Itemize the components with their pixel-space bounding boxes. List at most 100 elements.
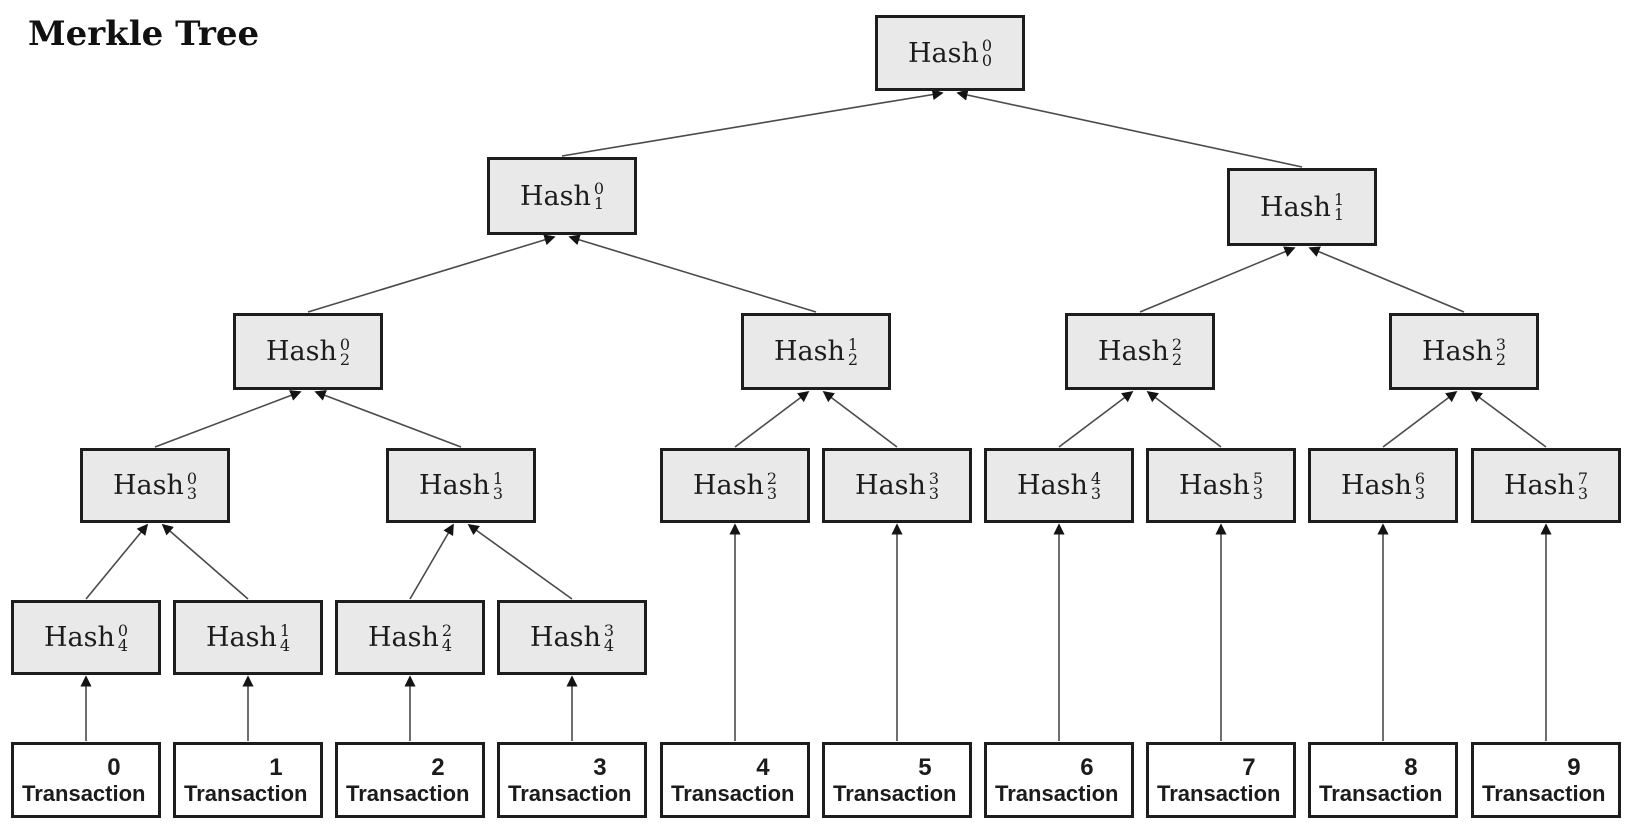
transaction-label: Transaction xyxy=(1157,781,1281,807)
edge-hash3-4-hash2-2 xyxy=(1058,390,1134,448)
hash-subscript: 3 xyxy=(1414,483,1426,503)
transaction-index: 9 xyxy=(1567,753,1581,781)
hash-node-3-1: Hash 1 3 xyxy=(386,448,536,523)
edge-hash3-1-hash2-0 xyxy=(314,390,462,448)
transaction-node-3: 3 Transaction xyxy=(497,742,647,818)
hash-scripts: 3 4 xyxy=(603,620,615,653)
hash-superscript: 0 xyxy=(186,468,198,488)
hash-superscript: 3 xyxy=(1495,334,1507,354)
hash-label: Hash xyxy=(907,37,979,69)
hash-node-1-0: Hash 0 1 xyxy=(487,157,637,235)
transaction-node-9: 9 Transaction xyxy=(1471,742,1621,818)
hash-superscript: 2 xyxy=(1171,334,1183,354)
hash-scripts: 1 2 xyxy=(848,336,858,367)
edge-hash3-5-hash2-2 xyxy=(1146,390,1222,448)
hash-scripts: 7 3 xyxy=(1577,470,1589,503)
hash-scripts: 0 0 xyxy=(982,38,992,68)
transaction-index: 0 xyxy=(107,753,121,781)
hash-node-3-0: Hash 0 3 xyxy=(80,448,230,523)
hash-subscript: 3 xyxy=(1090,483,1102,503)
edge-hash4-0-hash3-0 xyxy=(85,523,149,600)
transaction-label: Transaction xyxy=(184,781,308,807)
hash-superscript: 0 xyxy=(339,334,351,354)
hash-scripts: 2 2 xyxy=(1171,334,1183,369)
hash-label: Hash xyxy=(1178,470,1250,501)
edge-hash4-3-hash3-1 xyxy=(467,524,573,600)
hash-node-3-5: Hash 5 3 xyxy=(1146,448,1296,523)
hash-label: Hash xyxy=(1097,336,1169,367)
hash-node-2-0: Hash 0 2 xyxy=(233,313,383,390)
transaction-index: 5 xyxy=(918,753,932,781)
hash-subscript: 3 xyxy=(1252,483,1264,503)
transaction-label: Transaction xyxy=(346,781,470,807)
transaction-label: Transaction xyxy=(1319,781,1443,807)
transaction-node-0: 0 Transaction xyxy=(11,742,161,818)
hash-node-3-6: Hash 6 3 xyxy=(1308,448,1458,523)
edge-hash3-6-hash2-3 xyxy=(1382,390,1458,448)
transaction-label: Transaction xyxy=(995,781,1119,807)
hash-node-0-0: Hash 0 0 xyxy=(875,15,1025,91)
diagram-title: Merkle Tree xyxy=(28,14,260,54)
hash-scripts: 3 3 xyxy=(928,468,940,501)
hash-subscript: 4 xyxy=(117,635,129,655)
edge-hash1-1-root xyxy=(956,89,1303,168)
edge-hash2-3-hash1-1 xyxy=(1308,246,1465,313)
hash-superscript: 2 xyxy=(441,620,453,640)
hash-label: Hash xyxy=(1016,470,1088,501)
hash-subscript: 4 xyxy=(279,635,291,655)
transaction-label: Transaction xyxy=(671,781,795,807)
hash-label: Hash xyxy=(519,180,591,212)
transaction-node-7: 7 Transaction xyxy=(1146,742,1296,818)
hash-subscript: 2 xyxy=(1495,349,1507,369)
hash-label: Hash xyxy=(112,470,184,501)
transaction-node-4: 4 Transaction xyxy=(660,742,810,818)
transaction-node-8: 8 Transaction xyxy=(1308,742,1458,818)
hash-scripts: 0 3 xyxy=(186,468,198,503)
hash-node-2-3: Hash 3 2 xyxy=(1389,313,1539,390)
transaction-label: Transaction xyxy=(22,781,146,807)
hash-superscript: 3 xyxy=(928,468,940,488)
hash-label: Hash xyxy=(1421,336,1493,367)
hash-scripts: 5 3 xyxy=(1252,468,1264,503)
hash-subscript: 3 xyxy=(766,483,778,503)
hash-subscript: 3 xyxy=(1577,483,1589,503)
edge-hash2-2-hash1-1 xyxy=(1139,246,1296,313)
hash-superscript: 5 xyxy=(1252,468,1264,488)
hash-scripts: 0 1 xyxy=(593,179,605,211)
edge-hash3-2-hash2-1 xyxy=(734,390,810,448)
transaction-index: 7 xyxy=(1242,753,1256,781)
hash-node-4-3: Hash 3 4 xyxy=(497,600,647,675)
hash-scripts: 1 3 xyxy=(492,468,504,503)
hash-superscript: 3 xyxy=(603,620,615,640)
transaction-node-5: 5 Transaction xyxy=(822,742,972,818)
hash-subscript: 3 xyxy=(186,483,198,503)
hash-label: Hash xyxy=(854,470,926,501)
hash-subscript: 3 xyxy=(492,483,504,503)
transaction-index: 3 xyxy=(593,753,607,781)
hash-label: Hash xyxy=(418,470,490,501)
edge-hash4-1-hash3-0 xyxy=(161,523,249,600)
hash-scripts: 0 2 xyxy=(339,334,351,367)
transaction-index: 8 xyxy=(1404,753,1418,781)
hash-label: Hash xyxy=(1340,470,1412,501)
hash-superscript: 0 xyxy=(593,179,605,199)
hash-subscript: 2 xyxy=(1171,349,1183,369)
hash-node-2-1: Hash 1 2 xyxy=(741,313,891,390)
edge-hash3-0-hash2-0 xyxy=(154,390,302,448)
hash-scripts: 3 2 xyxy=(1495,334,1507,369)
transaction-index: 1 xyxy=(269,753,283,781)
hash-subscript: 1 xyxy=(1333,205,1345,224)
hash-scripts: 1 4 xyxy=(279,622,291,655)
hash-label: Hash xyxy=(773,336,845,367)
hash-superscript: 1 xyxy=(492,468,504,488)
transaction-node-1: 1 Transaction xyxy=(173,742,323,818)
hash-scripts: 2 4 xyxy=(441,620,453,653)
hash-scripts: 0 4 xyxy=(117,622,129,655)
hash-label: Hash xyxy=(1259,191,1331,223)
hash-node-3-3: Hash 3 3 xyxy=(822,448,972,523)
hash-label: Hash xyxy=(265,336,337,367)
transaction-index: 2 xyxy=(431,753,445,781)
hash-scripts: 1 1 xyxy=(1333,192,1345,224)
